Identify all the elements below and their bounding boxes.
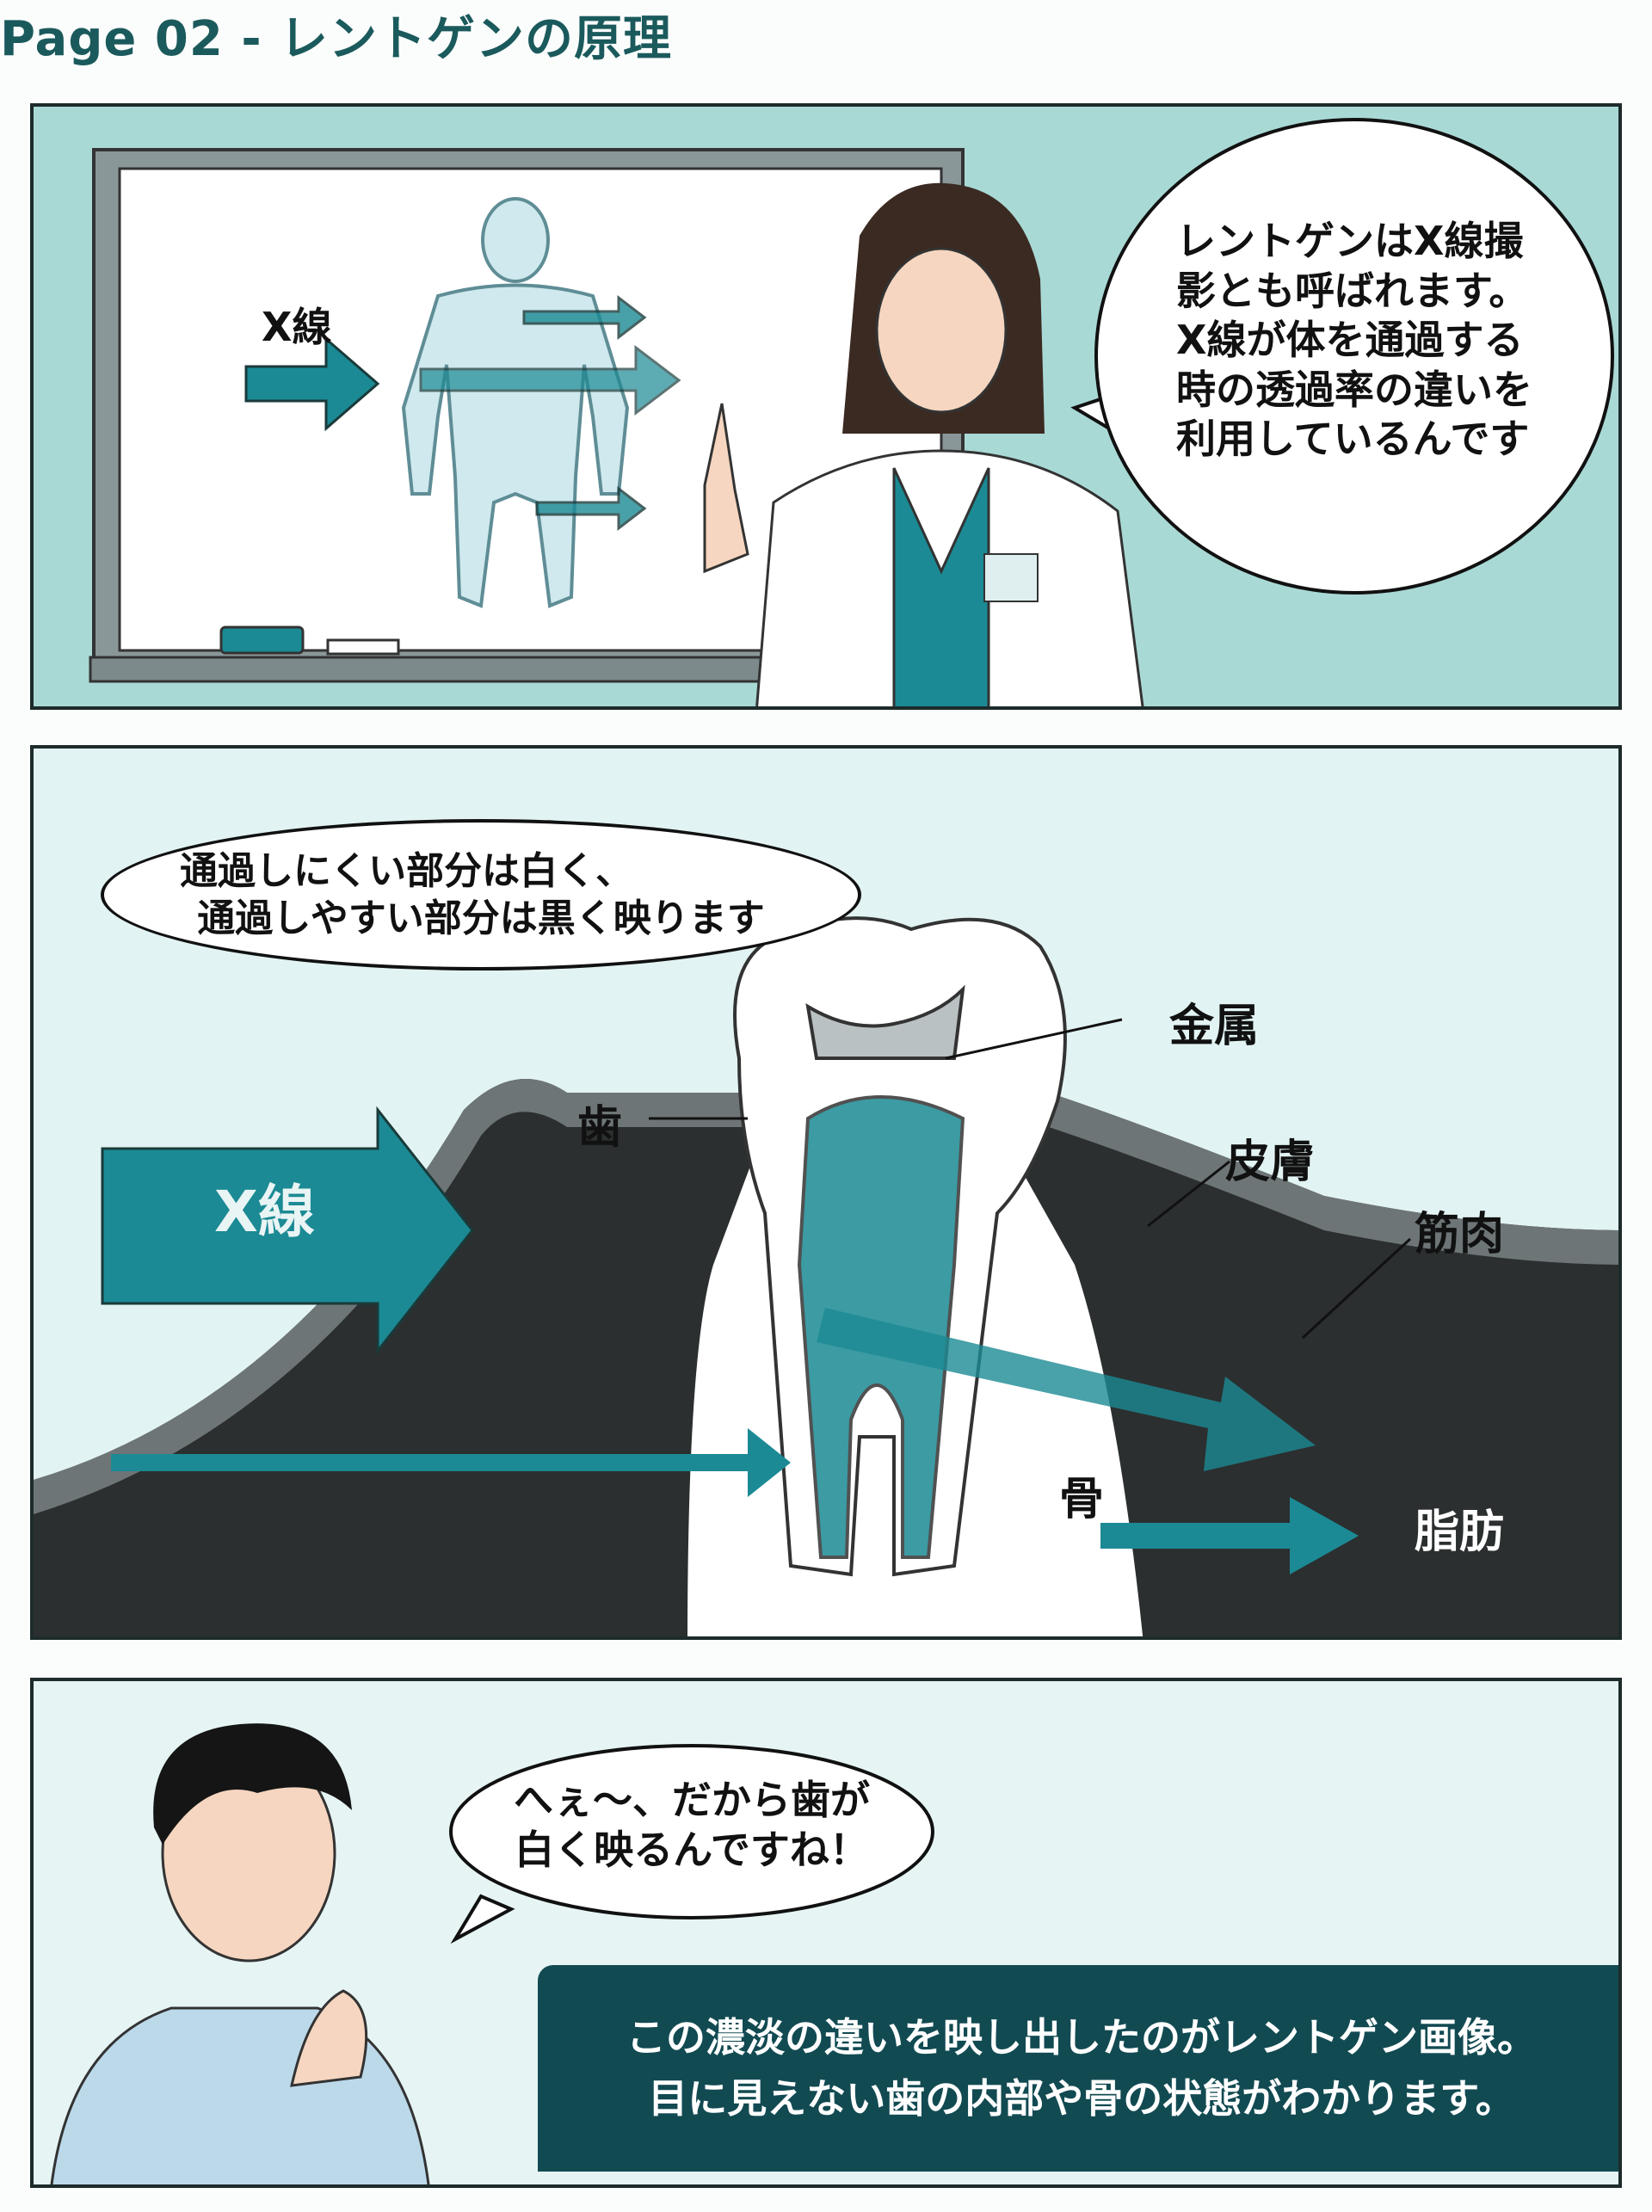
leader-lines [649, 1018, 1412, 1340]
speech-line: X線が体を通過する [1176, 317, 1524, 363]
teacher-speech-bubble: 通過しにくい部分は白く、 通過しやすい部分は黒く映ります [101, 819, 861, 970]
caption-box: この濃淡の違いを映し出したのがレントゲン画像。 目に見えない歯の内部や骨の状態が… [538, 1965, 1618, 2172]
label-skin: 皮膚 [1225, 1137, 1316, 1188]
page-title: Page 02 - レントゲンの原理 [0, 11, 673, 67]
speech-line: レントゲンはX線撮 [1176, 218, 1524, 264]
label-bone: 骨 [1059, 1474, 1105, 1525]
board-xray-label: X線 [262, 304, 332, 350]
speech-bubble-shape [1070, 118, 1614, 595]
tooth-xray-diagram [34, 916, 1618, 1636]
label-fat: 脂肪 [1415, 1507, 1505, 1558]
speech-bubble-shape [449, 1744, 934, 1944]
caption-line: この濃淡の違いを映し出したのがレントゲン画像。 [626, 2013, 1537, 2061]
speech-line: 時の透過率の違いを [1176, 366, 1532, 413]
label-muscle: 筋肉 [1415, 1209, 1505, 1260]
student-illustration [50, 1723, 934, 2184]
panel-teacher-explains: X線 レントゲンはX線撮 影とも呼ばれます。 X線が体を通過する 時の透過率の違… [30, 103, 1622, 710]
student-character [50, 1723, 430, 2184]
speech-line: 利用しているんです [1176, 416, 1530, 462]
xray-arrows [101, 1106, 1359, 1574]
label-metal: 金属 [1169, 1001, 1260, 1052]
label-tooth: 歯 [577, 1102, 623, 1154]
xray-arrow-label: X線 [214, 1179, 315, 1245]
xray-arrows [244, 294, 681, 532]
teacher-speech: レントゲンはX線撮 影とも呼ばれます。 X線が体を通過する 時の透過率の違いを … [1176, 217, 1532, 465]
student-speech: へぇ〜、だから歯が 白く映るんですね！ [511, 1776, 872, 1875]
speech-line: 白く映るんですね！ [515, 1826, 869, 1873]
speech-line: 通過しやすい部分は黒く映ります [197, 897, 765, 940]
speech-line: へぇ〜、だから歯が [514, 1777, 870, 1823]
whiteboard-illustration [89, 118, 1614, 706]
panel-student-reacts: へぇ〜、だから歯が 白く映るんですね！ この濃淡の違いを映し出したのがレントゲン… [30, 1678, 1622, 2188]
speech-line: 影とも呼ばれます。 [1176, 267, 1529, 314]
teacher-character [703, 182, 1144, 706]
caption-line: 目に見えない歯の内部や骨の状態がわかります。 [648, 2075, 1515, 2122]
panel-tooth-diagram: 通過しにくい部分は白く、 通過しやすい部分は黒く映ります X線 金属 歯 皮膚 … [30, 745, 1622, 1640]
speech-line: 通過しにくい部分は白く、 [180, 849, 634, 893]
